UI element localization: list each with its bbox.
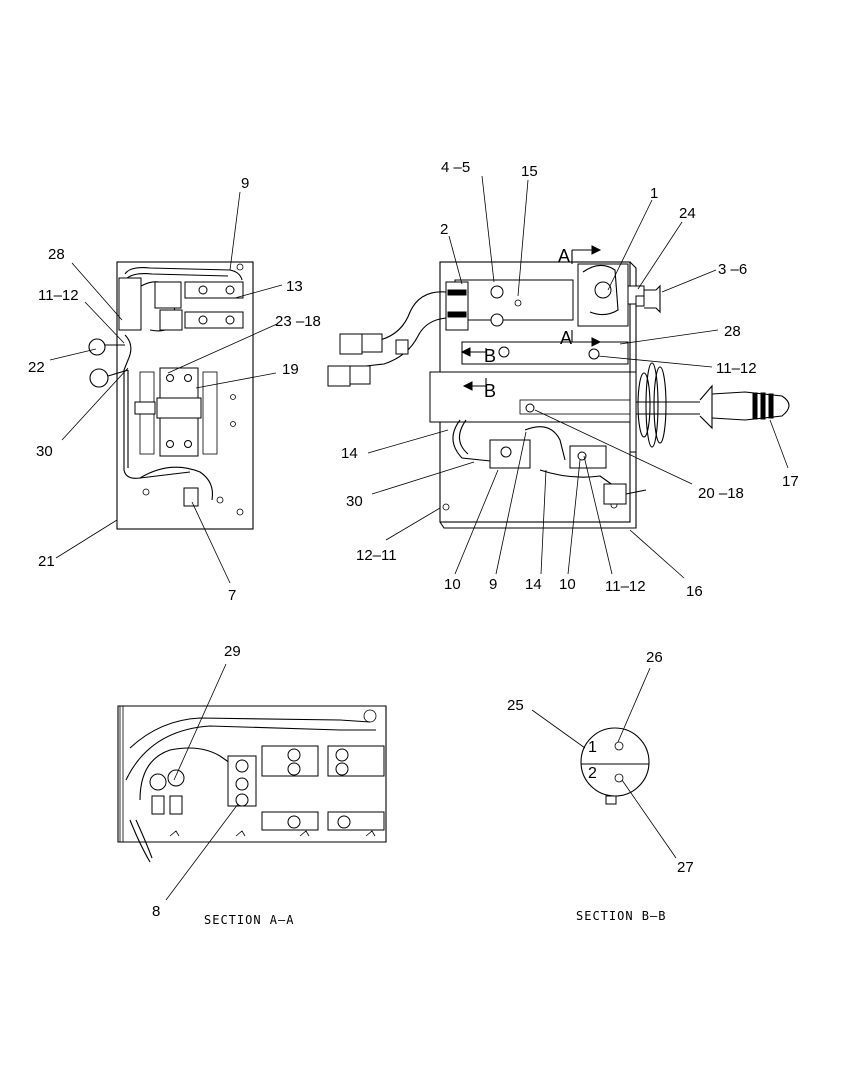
callout-21: 21	[38, 553, 55, 570]
left-panel-view	[88, 261, 254, 530]
callout-10-left: 10	[444, 576, 461, 593]
leader-lines	[49, 175, 789, 901]
callout-20-18: 20 –18	[698, 485, 744, 502]
callout-25: 25	[507, 697, 524, 714]
section-b-marker-top: B	[484, 346, 496, 366]
section-b-marker-bottom: B	[484, 381, 496, 401]
main-assembly-view	[327, 245, 790, 529]
callout-13: 13	[286, 278, 303, 295]
callout-7: 7	[228, 587, 236, 604]
section-a-marker-top: A	[558, 246, 570, 266]
callout-23-18: 23 –18	[275, 313, 321, 330]
callout-19: 19	[282, 361, 299, 378]
callout-16: 16	[686, 583, 703, 600]
callout-27: 27	[677, 859, 694, 876]
callout-28-right: 28	[724, 323, 741, 340]
callout-8: 8	[152, 903, 160, 920]
pin-2-label: 2	[588, 765, 597, 782]
callout-11-12-left: 11–12	[38, 287, 79, 304]
callout-11-12-bottom: 11–12	[605, 578, 646, 595]
section-b-b-caption: SECTION B–B	[576, 909, 666, 923]
callout-22: 22	[28, 359, 45, 376]
callout-14-right: 14	[525, 576, 542, 593]
callout-11-12-right: 11–12	[716, 360, 757, 377]
callout-15: 15	[521, 163, 538, 180]
callout-24: 24	[679, 205, 696, 222]
callout-30-left: 30	[36, 443, 53, 460]
callout-9-right: 9	[489, 576, 497, 593]
callout-10-right: 10	[559, 576, 576, 593]
callout-4-5: 4 –5	[441, 159, 470, 176]
callout-17: 17	[782, 473, 799, 490]
pin-1-label: 1	[588, 739, 597, 756]
section-a-marker-bottom: A	[560, 328, 572, 348]
section-a-a-view	[117, 705, 387, 863]
callout-3-6: 3 –6	[718, 261, 747, 278]
callout-9-left: 9	[241, 175, 249, 192]
callout-26: 26	[646, 649, 663, 666]
callout-14-left: 14	[341, 445, 358, 462]
callout-2: 2	[440, 221, 448, 238]
callout-28-left: 28	[48, 246, 65, 263]
callout-labels: 9 28 11–12 13 23 –18 19 22 30 21 7 4 –5 …	[28, 159, 799, 927]
callout-30-right: 30	[346, 493, 363, 510]
left-panel-plate	[116, 261, 254, 530]
section-b-b-view	[580, 727, 650, 805]
callout-1: 1	[650, 185, 658, 202]
section-a-a-caption: SECTION A–A	[204, 913, 294, 927]
callout-12-11: 12–11	[356, 547, 397, 564]
callout-29: 29	[224, 643, 241, 660]
